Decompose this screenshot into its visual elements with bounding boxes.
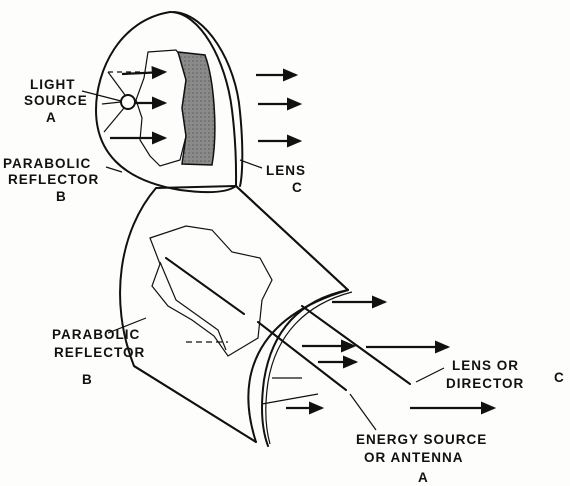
- light-source-bulb: [121, 95, 135, 109]
- svg-text:REFLECTOR: REFLECTOR: [8, 172, 99, 187]
- svg-text:REFLECTOR: REFLECTOR: [54, 345, 145, 360]
- label-bottom-reflector: PARABOLIC REFLECTOR B: [52, 327, 145, 387]
- svg-text:A: A: [46, 110, 57, 125]
- label-energy-source: ENERGY SOURCE OR ANTENNA A: [356, 432, 487, 485]
- svg-text:PARABOLIC: PARABOLIC: [52, 327, 140, 342]
- svg-text:A: A: [418, 470, 429, 485]
- svg-text:LENS: LENS: [266, 163, 306, 178]
- svg-text:LIGHT: LIGHT: [30, 77, 76, 92]
- cylindrical-reflector: [108, 186, 494, 446]
- svg-text:ENERGY SOURCE: ENERGY SOURCE: [356, 432, 487, 447]
- svg-text:B: B: [56, 189, 67, 204]
- svg-text:PARABOLIC: PARABOLIC: [3, 156, 91, 171]
- label-top-reflector: PARABOLIC REFLECTOR B: [3, 156, 99, 204]
- label-light-source: LIGHT SOURCE A: [24, 77, 88, 125]
- svg-text:C: C: [554, 370, 565, 385]
- label-lens: LENS C: [266, 163, 306, 195]
- svg-text:OR ANTENNA: OR ANTENNA: [364, 450, 464, 465]
- svg-text:LENS OR: LENS OR: [452, 358, 519, 373]
- svg-text:C: C: [292, 180, 303, 195]
- svg-text:DIRECTOR: DIRECTOR: [446, 376, 524, 391]
- svg-text:B: B: [82, 372, 93, 387]
- svg-text:SOURCE: SOURCE: [24, 93, 88, 108]
- label-director: LENS OR DIRECTOR C: [446, 358, 565, 391]
